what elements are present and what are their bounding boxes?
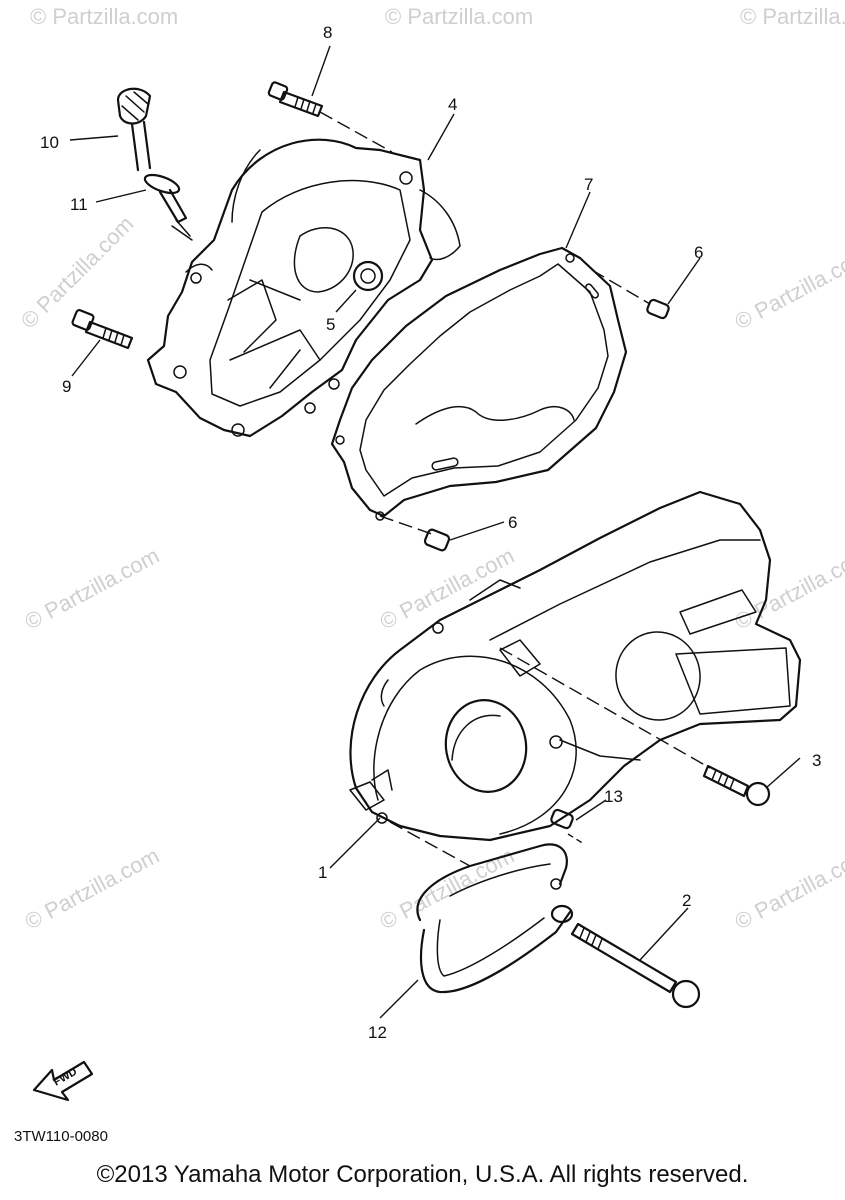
callout-5: 5 [326, 315, 335, 334]
callout-10: 10 [40, 133, 59, 152]
callout-7: 7 [584, 175, 593, 194]
callout-6-upper: 6 [694, 243, 703, 262]
callout-1: 1 [318, 863, 327, 882]
callout-4: 4 [448, 95, 457, 114]
dowel-pin-6-upper [646, 298, 670, 320]
callout-9: 9 [62, 377, 71, 396]
callout-8: 8 [323, 23, 332, 42]
dowel-pin-6-lower [423, 528, 451, 552]
fwd-arrow-icon: FWD [32, 1060, 94, 1102]
copyright-notice: ©2013 Yamaha Motor Corporation, U.S.A. A… [96, 1161, 749, 1188]
crankcase-cover-4 [146, 138, 461, 438]
callout-6-lower: 6 [508, 513, 517, 532]
callout-11: 11 [70, 195, 88, 214]
watermark-5: © Partzilla.com [21, 543, 164, 635]
watermark-3: © Partzilla.com [740, 4, 845, 29]
gasket-7 [330, 246, 628, 521]
bolt-9 [71, 309, 134, 350]
watermark-1: © Partzilla.com [30, 4, 178, 29]
callout-numbers: 8 4 10 11 7 6 5 9 6 3 13 1 2 12 [40, 23, 821, 1042]
watermark-10: © Partzilla.com [731, 843, 845, 935]
watermark-4: © Partzilla.com [731, 243, 845, 335]
watermarks: © Partzilla.com © Partzilla.com © Partzi… [16, 4, 845, 934]
watermark-2: © Partzilla.com [385, 4, 533, 29]
watermark-11: © Partzilla.com [16, 211, 139, 334]
screw-13 [550, 808, 574, 830]
oil-dipstick-10 [116, 87, 193, 241]
watermark-7: © Partzilla.com [731, 543, 845, 635]
diagram-code: 3TW110-0080 [14, 1128, 108, 1145]
bolt-3 [702, 764, 771, 807]
callout-13: 13 [604, 787, 623, 806]
watermark-9: © Partzilla.com [376, 843, 519, 935]
callout-2: 2 [682, 891, 691, 910]
watermark-6: © Partzilla.com [376, 543, 519, 635]
bolt-2 [570, 922, 701, 1009]
watermark-8: © Partzilla.com [21, 843, 164, 935]
callout-3: 3 [812, 751, 821, 770]
crankcase-cover-1 [349, 490, 802, 842]
bolt-8 [267, 81, 324, 118]
leader-lines [69, 45, 801, 1019]
o-ring-11 [143, 173, 181, 195]
callout-12: 12 [368, 1023, 387, 1042]
